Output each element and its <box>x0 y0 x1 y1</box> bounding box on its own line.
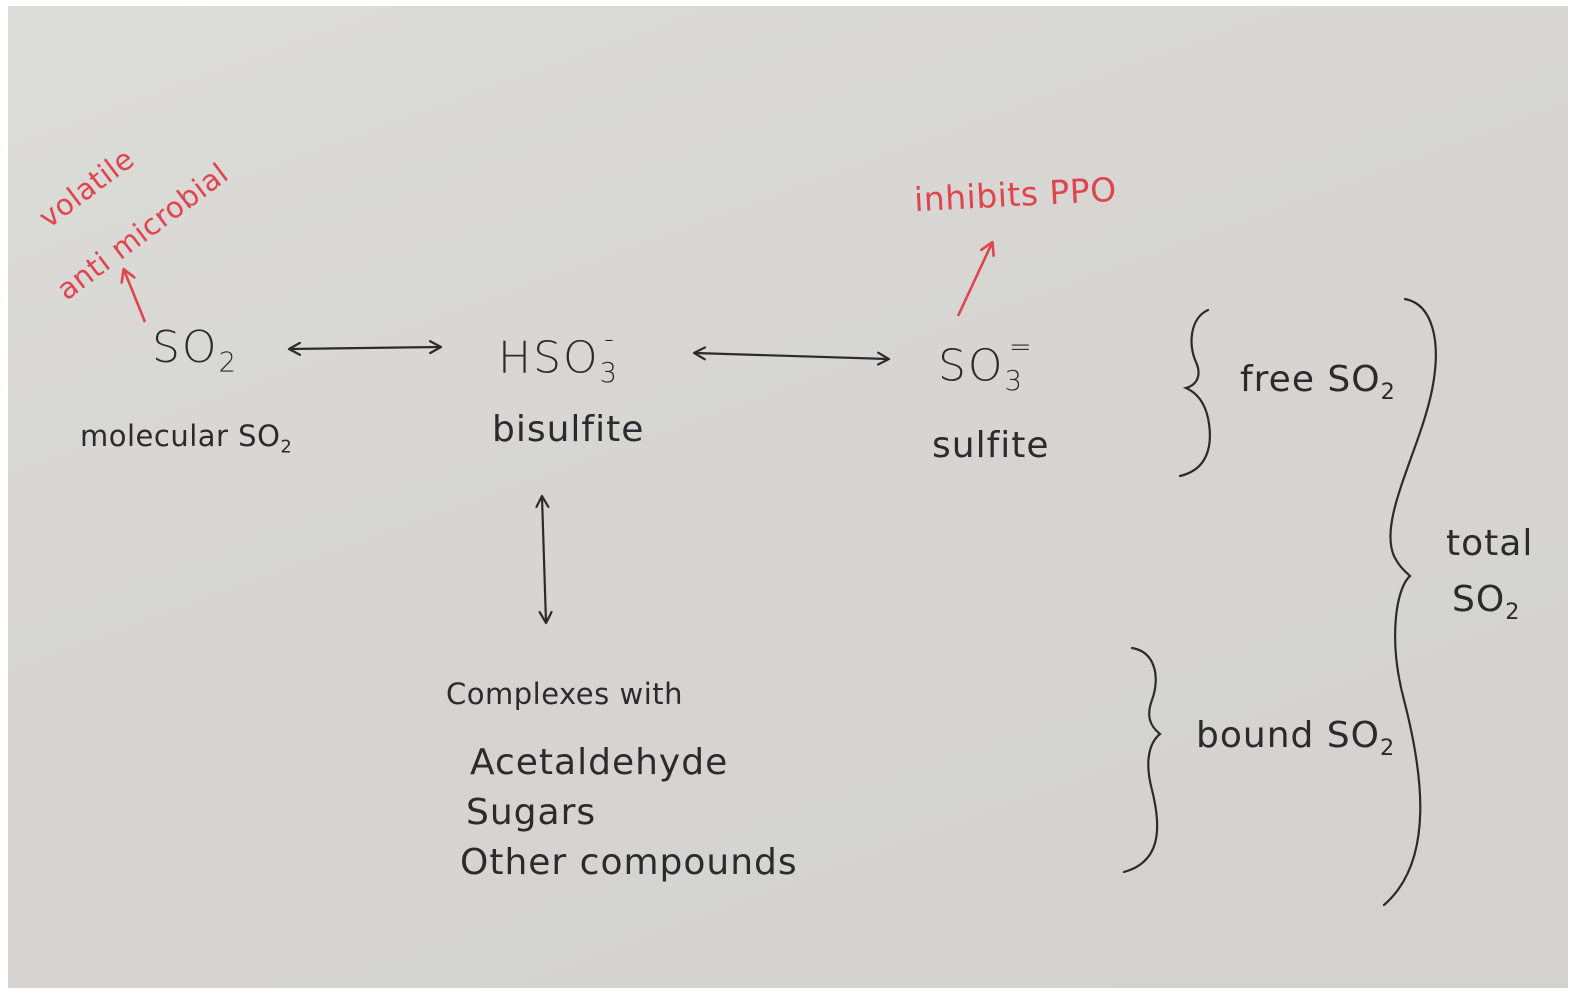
brace-free <box>1178 308 1211 478</box>
label-total: total <box>1446 523 1534 564</box>
equilibrium-arrow-so2-bisulfite <box>290 347 440 349</box>
effect-arrow-antimicrobial <box>124 270 147 323</box>
label-bound-subscript: 2 <box>1380 734 1396 761</box>
label-molecular-subscript: 2 <box>280 436 293 458</box>
complexes-item: Other compounds <box>460 842 798 883</box>
label-free-text: free SO <box>1240 359 1381 400</box>
brace-bound <box>1122 646 1162 874</box>
label-total-text: SO <box>1452 579 1506 620</box>
formula-so2-subscript: 2 <box>218 347 238 379</box>
formula-hso3-charge: - <box>604 324 616 355</box>
formula-so3-base: SO <box>938 340 1005 392</box>
label-bound-text: bound SO <box>1196 715 1380 756</box>
label-total-so2: SO2 <box>1452 582 1520 623</box>
complexes-heading: Complexes with <box>446 677 684 711</box>
formula-hso3-subscript: 3 <box>599 358 620 390</box>
label-free-so2: free SO2 <box>1240 362 1396 403</box>
label-free-subscript: 2 <box>1380 378 1396 405</box>
annotation-inhibits-ppo: inhibits PPO <box>913 169 1118 220</box>
formula-so2: SO2 <box>152 326 238 377</box>
paper-sheet <box>8 6 1568 988</box>
label-molecular-so2: molecular SO2 <box>80 422 292 456</box>
formula-so3-subscript: 3 <box>1004 366 1024 398</box>
label-sulfite: sulfite <box>932 425 1050 466</box>
effect-arrow-ppo <box>956 243 992 317</box>
formula-hso3-base: HSO <box>498 332 600 384</box>
complexes-item: Sugars <box>466 792 597 833</box>
equilibrium-arrow-bisulfite-complexes <box>542 497 546 622</box>
complexes-item: Acetaldehyde <box>470 742 729 783</box>
brace-total <box>1382 297 1437 907</box>
formula-so2-base: SO <box>152 322 219 373</box>
label-bound-so2: bound SO2 <box>1196 718 1395 759</box>
formula-so3: SO3= <box>938 334 1034 395</box>
formula-hso3: HSO3- <box>498 324 620 390</box>
formula-so3-charge: = <box>1008 332 1034 363</box>
label-total-subscript: 2 <box>1505 598 1521 625</box>
label-bisulfite: bisulfite <box>492 409 645 450</box>
label-molecular-text: molecular SO <box>80 419 281 453</box>
equilibrium-arrow-bisulfite-sulfite <box>695 353 888 359</box>
